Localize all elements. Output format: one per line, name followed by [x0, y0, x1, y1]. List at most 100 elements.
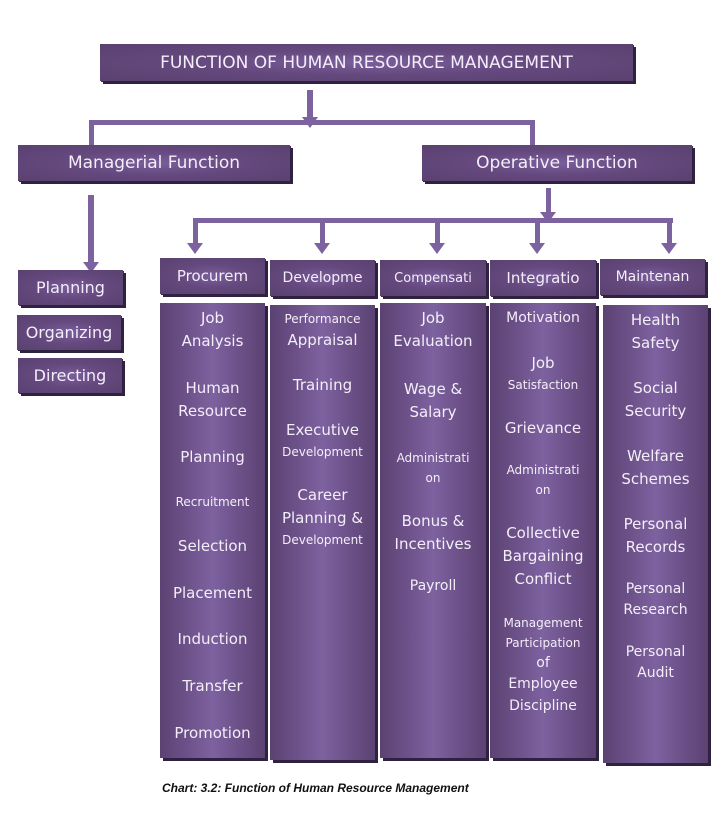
column-item: Records: [625, 538, 686, 556]
managerial-child-label: Planning: [36, 278, 105, 297]
branch-header-label: Developme: [282, 270, 363, 286]
column-item: Social: [633, 379, 678, 397]
branch-column-procurement: Job Analysis Human Resource Planning Rec…: [160, 303, 265, 758]
column-item: of: [536, 655, 550, 671]
connector-branch-2: [320, 218, 325, 243]
column-item: Job: [421, 309, 445, 327]
branch-header-procurement: Procurem: [160, 258, 265, 294]
column-item: Selection: [177, 537, 248, 555]
column-item: Motivation: [506, 310, 580, 326]
arrow-branch-1: [187, 243, 203, 254]
column-item: Satisfaction: [507, 378, 579, 392]
column-item: Performance: [284, 312, 361, 326]
column-item: Analysis: [181, 332, 244, 350]
column-item: Resource: [178, 402, 247, 420]
branch-column-maintenance: Health Safety Social Security Welfare Sc…: [603, 305, 708, 763]
column-item: Grievance: [504, 419, 582, 437]
column-item: Job: [200, 309, 225, 327]
column-item: Wage &: [403, 380, 463, 398]
branch-column-development: Performance Appraisal Training Executive…: [270, 305, 375, 760]
column-item: Career: [297, 486, 348, 504]
connector-branch-4: [535, 218, 540, 243]
managerial-child-label: Directing: [33, 366, 107, 385]
arrow-branch-3: [429, 243, 445, 254]
connector-operative-down: [546, 188, 551, 218]
managerial-function-label: Managerial Function: [67, 153, 241, 173]
operative-function-node: Operative Function: [422, 145, 692, 181]
column-item: Transfer: [182, 677, 243, 695]
connector-top-horizontal: [89, 120, 535, 125]
column-item: Management: [503, 616, 583, 630]
column-item: Appraisal: [287, 331, 358, 349]
column-item: Recruitment: [175, 495, 250, 509]
managerial-child-label: Organizing: [25, 323, 113, 342]
managerial-child-organizing: Organizing: [17, 315, 121, 350]
column-item: Human: [185, 379, 240, 397]
connector-to-operative: [530, 120, 535, 147]
column-item: Personal: [623, 515, 688, 533]
connector-branch-1: [193, 218, 198, 243]
column-item: Planning: [180, 448, 245, 466]
column-item: Employee: [508, 676, 578, 692]
connector-branch-horizontal: [193, 218, 673, 223]
column-item: Induction: [177, 630, 248, 648]
branch-header-maintenance: Maintenan: [600, 259, 705, 295]
connector-managerial-down: [88, 195, 94, 265]
column-item: Health: [630, 311, 681, 329]
column-item: Administrati: [506, 463, 580, 477]
column-item: Security: [624, 402, 687, 420]
column-item: Training: [292, 376, 353, 394]
operative-function-label: Operative Function: [476, 153, 638, 173]
column-item: Discipline: [509, 698, 577, 714]
root-node: FUNCTION OF HUMAN RESOURCE MANAGEMENT: [100, 44, 633, 81]
branch-header-label: Maintenan: [615, 269, 690, 285]
column-item: Welfare: [627, 447, 684, 465]
branch-header-label: Procurem: [176, 267, 249, 285]
column-item: on: [425, 471, 441, 485]
branch-header-development: Developme: [270, 260, 375, 296]
column-item: Participation: [505, 636, 581, 650]
connector-branch-3: [435, 218, 440, 243]
column-item: Personal: [625, 581, 686, 597]
managerial-function-node: Managerial Function: [18, 145, 290, 181]
column-item: Promotion: [174, 724, 251, 742]
column-item: Bonus &: [401, 512, 465, 530]
column-item: Development: [282, 445, 363, 459]
figure-caption: Chart: 3.2: Function of Human Resource M…: [162, 781, 469, 795]
column-item: Schemes: [621, 470, 690, 488]
column-item: Salary: [409, 403, 457, 421]
column-item: Planning &: [281, 509, 364, 527]
column-item: Incentives: [394, 535, 472, 553]
column-item: Audit: [637, 665, 674, 681]
arrow-operative: [540, 212, 556, 223]
branch-header-label: Compensati: [394, 270, 472, 286]
column-item: Evaluation: [393, 332, 473, 350]
arrow-branch-2: [314, 243, 330, 254]
branch-column-compensation: Job Evaluation Wage & Salary Administrat…: [380, 303, 486, 758]
column-item: Research: [623, 602, 688, 618]
column-item: Personal: [625, 644, 686, 660]
column-item: Payroll: [409, 578, 457, 594]
branch-header-label: Integratio: [506, 269, 580, 287]
root-label: FUNCTION OF HUMAN RESOURCE MANAGEMENT: [160, 52, 573, 73]
column-item: Collective: [506, 524, 580, 542]
branch-header-compensation: Compensati: [380, 260, 486, 296]
arrow-branch-4: [529, 243, 545, 254]
column-item: Bargaining: [502, 547, 584, 565]
connector-root-down: [307, 90, 313, 120]
column-item: Job: [531, 354, 555, 372]
branch-column-integration: Motivation Job Satisfaction Grievance Ad…: [490, 303, 596, 758]
branch-header-integration: Integratio: [490, 260, 596, 296]
column-item: Executive: [285, 421, 360, 439]
column-item: Conflict: [514, 570, 572, 588]
arrow-managerial: [83, 262, 99, 273]
arrow-branch-5: [661, 243, 677, 254]
connector-branch-5: [667, 218, 672, 243]
managerial-child-planning: Planning: [18, 270, 123, 305]
connector-to-managerial: [89, 120, 94, 147]
column-item: Safety: [631, 334, 680, 352]
column-item: on: [535, 483, 551, 497]
column-item: Placement: [172, 584, 253, 602]
column-item: Development: [282, 533, 363, 547]
column-item: Administrati: [396, 451, 470, 465]
